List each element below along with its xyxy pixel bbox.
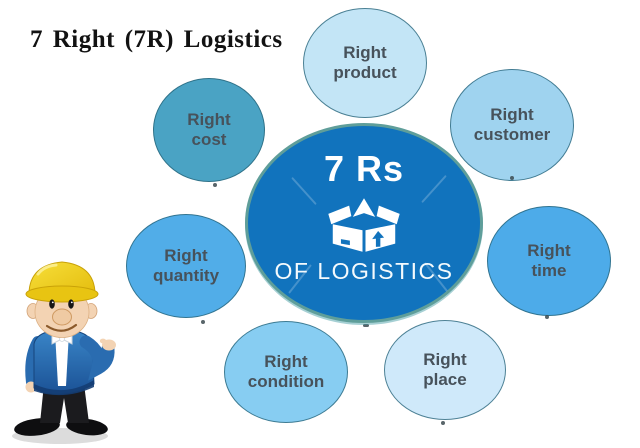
nose (52, 308, 72, 326)
construction-worker-mascot (12, 261, 116, 444)
node-label: Right cost (187, 109, 231, 149)
node-right-time: Right time (487, 206, 611, 316)
spoke-line (421, 174, 447, 204)
node-label: Right place (423, 349, 467, 389)
center-subheading: OF LOGISTICS (274, 258, 454, 284)
node-right-product: Right product (303, 8, 427, 118)
connector-dot (510, 176, 514, 180)
open-box-icon (328, 198, 400, 252)
connector-dot (545, 315, 549, 319)
connector-dot (201, 320, 205, 324)
jacket-hem (34, 380, 94, 396)
connector-dot (213, 183, 217, 187)
page-title: 7 Right (7R) Logistics (30, 26, 283, 53)
hard-hat (25, 261, 99, 303)
spoke-line (291, 176, 317, 206)
node-right-cost: Right cost (153, 78, 265, 182)
connector-dot (441, 421, 445, 425)
node-label: Right time (527, 240, 571, 280)
center-heading: 7 Rs (323, 148, 405, 189)
node-right-place: Right place (384, 320, 506, 420)
smile (45, 323, 78, 332)
node-label: Right customer (473, 104, 551, 144)
node-right-customer: Right customer (450, 69, 574, 181)
right-arm (79, 335, 115, 381)
right-hand (99, 338, 116, 351)
connector-dot (363, 324, 369, 327)
node-label: Right condition (247, 351, 325, 391)
shirt (55, 332, 69, 386)
node-right-quantity: Right quantity (126, 214, 246, 318)
center-hub: 7 Rs OF LOGISTICS (245, 123, 483, 323)
node-label: Right product (333, 42, 397, 82)
node-label: Right quantity (152, 245, 220, 285)
eyes (49, 299, 74, 309)
node-right-condition: Right condition (224, 321, 348, 423)
